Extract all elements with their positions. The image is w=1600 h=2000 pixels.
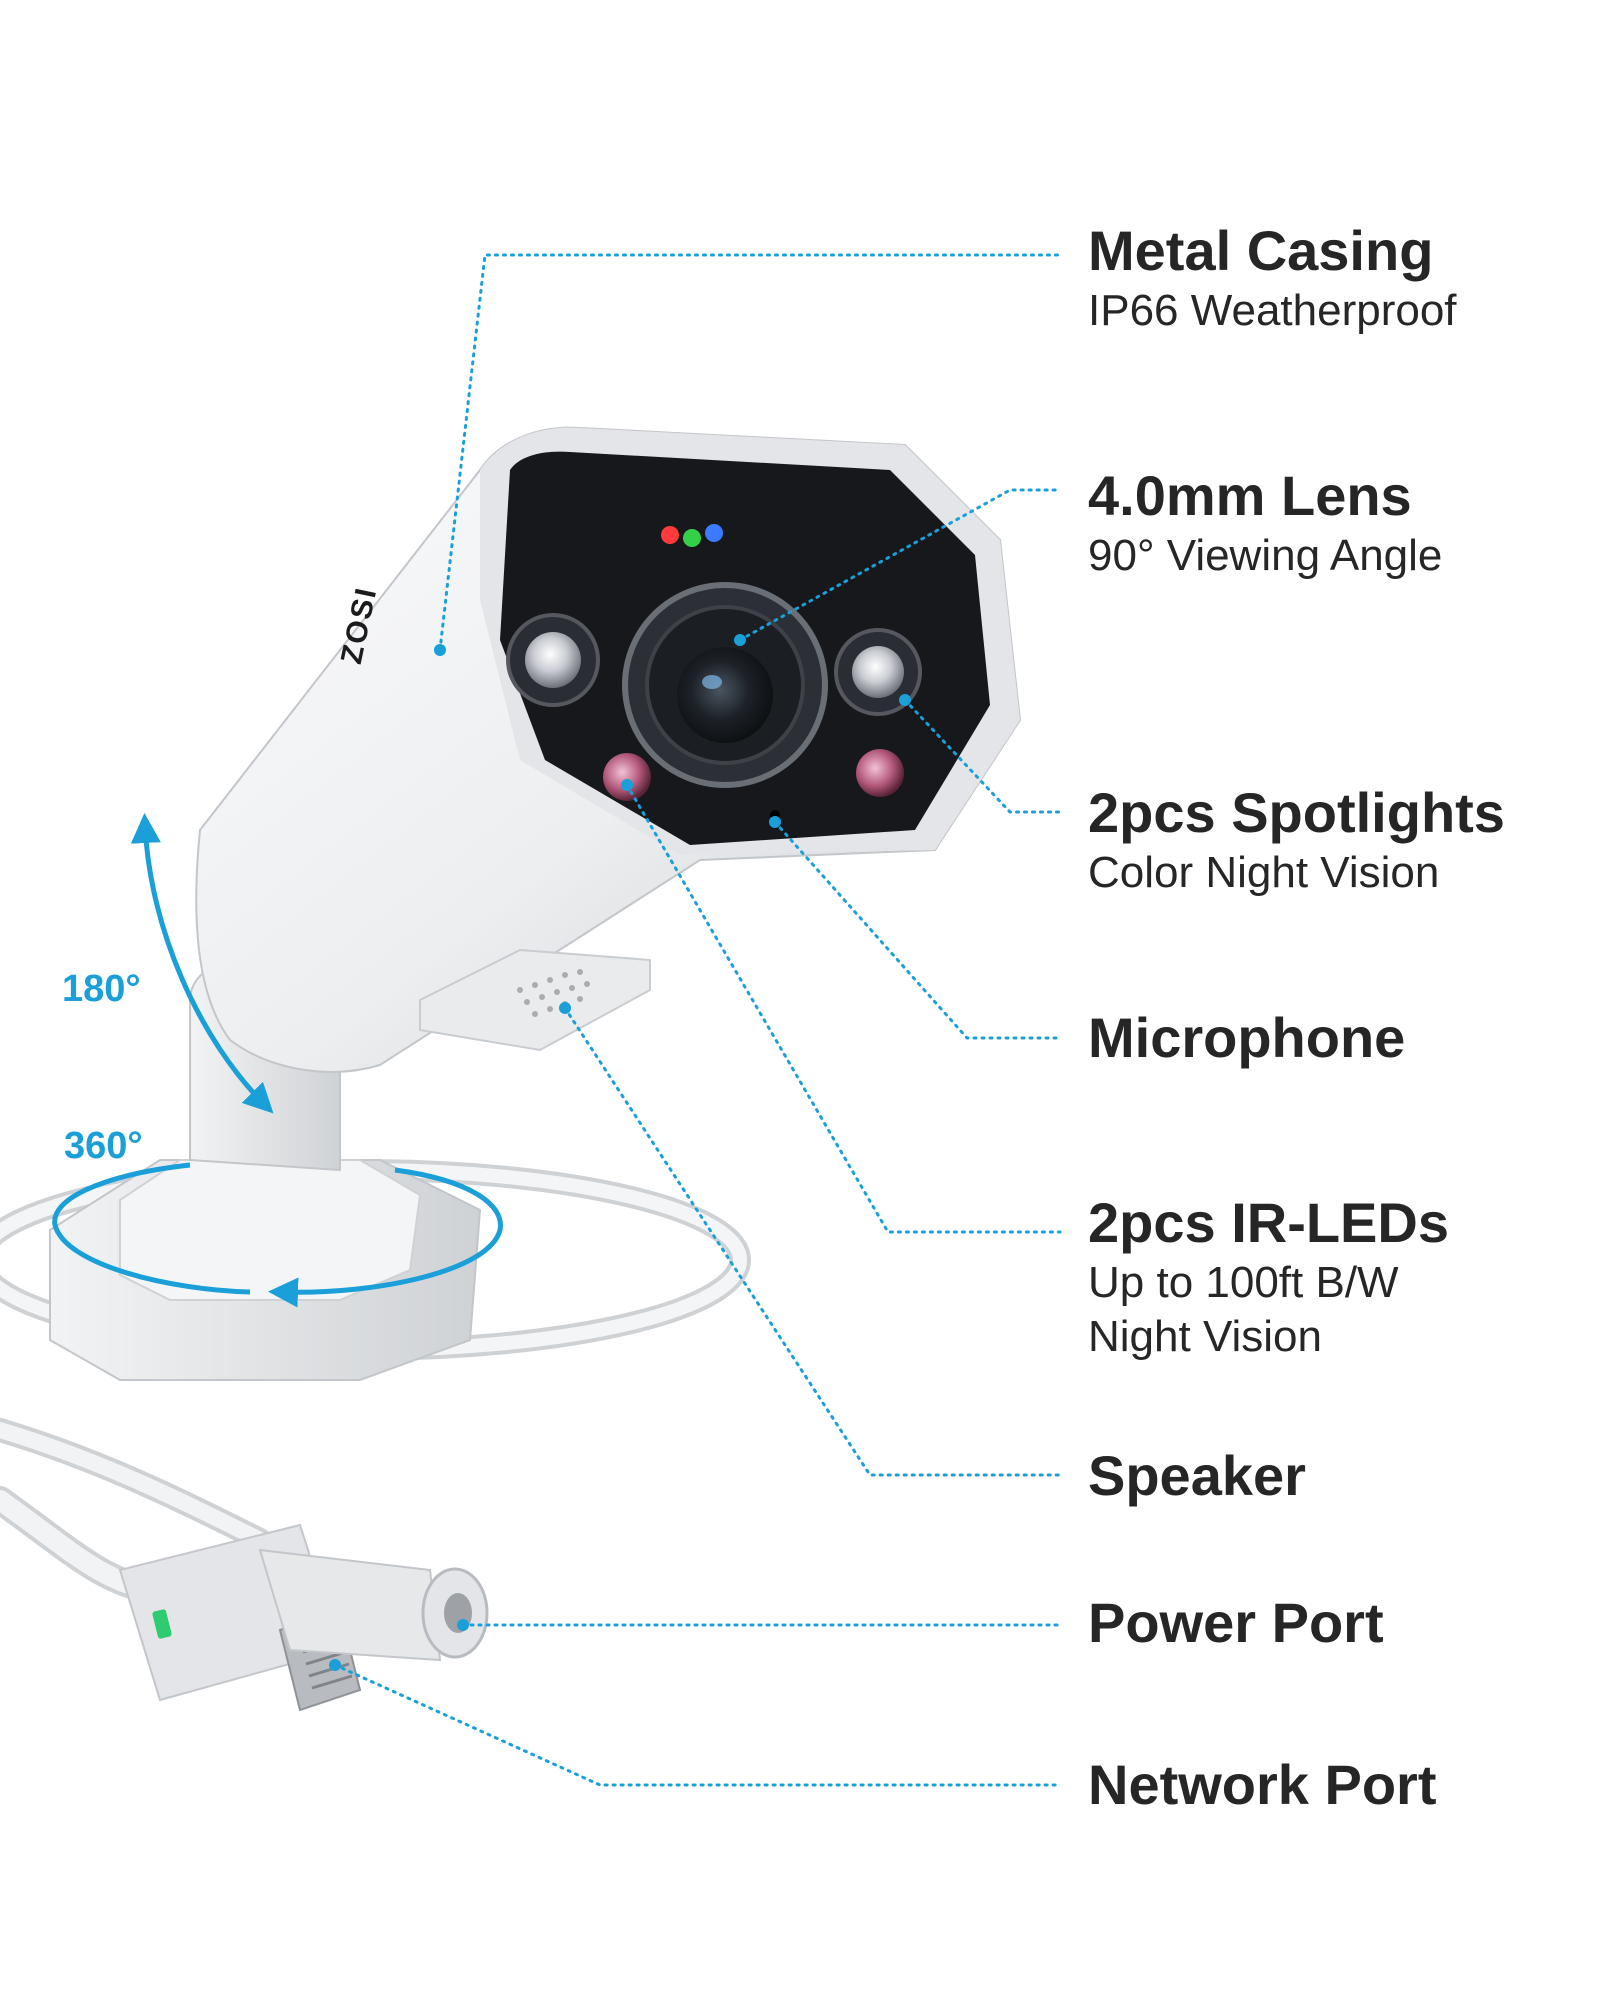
leader-spotlights [903, 698, 1062, 814]
feature-ir-leds: 2pcs IR-LEDs Up to 100ft B/W Night Visio… [1088, 1190, 1449, 1364]
spotlight-left [506, 613, 600, 707]
spotlight-right [834, 628, 922, 716]
feature-network-port: Network Port [1088, 1752, 1437, 1818]
pan-angle-label: 360° [64, 1125, 143, 1167]
feature-title: Power Port [1088, 1591, 1384, 1654]
camera-base [49, 1159, 482, 1381]
speaker-grille [419, 948, 651, 1052]
feature-power-port: Power Port [1088, 1590, 1384, 1656]
feature-title: 2pcs IR-LEDs [1088, 1191, 1449, 1254]
leader-lines [333, 253, 1062, 1787]
feature-subtitle: Night Vision [1088, 1312, 1322, 1361]
ir-leds [603, 749, 904, 801]
feature-title: 4.0mm Lens [1088, 464, 1412, 527]
power-connector [258, 1548, 489, 1662]
feature-subtitle: IP66 Weatherproof [1088, 286, 1457, 335]
pan-arrow [52, 1162, 503, 1308]
feature-title: 2pcs Spotlights [1088, 781, 1505, 844]
leader-dots [329, 634, 911, 1671]
feature-subtitle: Up to 100ft B/W [1088, 1258, 1399, 1307]
feature-title: Network Port [1088, 1753, 1437, 1816]
status-indicators [661, 524, 723, 547]
feature-metal-casing: Metal Casing IP66 Weatherproof [1088, 218, 1457, 338]
tilt-angle-label: 180° [62, 968, 141, 1010]
leader-microphone [773, 820, 1062, 1040]
feature-title: Metal Casing [1088, 219, 1434, 282]
feature-title: Microphone [1088, 1006, 1406, 1069]
lens [622, 582, 828, 788]
tilt-arrow [130, 813, 274, 1114]
feature-speaker: Speaker [1088, 1443, 1306, 1509]
camera-body [195, 426, 1022, 1073]
feature-title: Speaker [1088, 1444, 1306, 1507]
feature-spotlights: 2pcs Spotlights Color Night Vision [1088, 780, 1505, 900]
leader-lens [738, 488, 1062, 642]
feature-lens: 4.0mm Lens 90° Viewing Angle [1088, 463, 1442, 583]
feature-microphone: Microphone [1088, 1005, 1405, 1071]
leader-speaker [563, 1006, 1062, 1477]
feature-subtitle: Color Night Vision [1088, 848, 1440, 897]
leader-network-port [333, 1663, 1062, 1787]
leader-ir-leds [625, 783, 1062, 1234]
feature-subtitle: 90° Viewing Angle [1088, 531, 1443, 580]
